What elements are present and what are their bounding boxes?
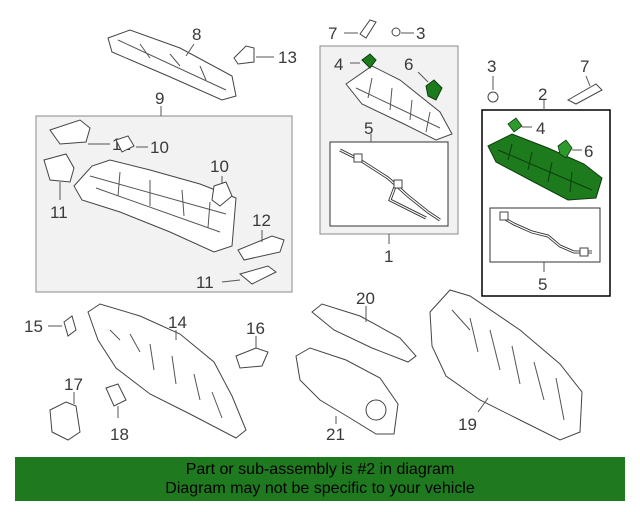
parts-diagram: 8 13 9 12 10 11 10 12 11: [24, 19, 611, 444]
callout-6-right: 6: [584, 142, 593, 161]
callout-1: 1: [384, 247, 393, 266]
box-5-washer-hose-center: [329, 134, 449, 227]
callout-11-left: 11: [50, 203, 68, 222]
part-8-cowl-top-strip: [107, 29, 237, 101]
callout-11-right: 11: [196, 273, 214, 292]
callout-19: 19: [458, 415, 477, 434]
callout-3-right: 3: [487, 57, 496, 76]
callout-4-right: 4: [536, 119, 545, 138]
callout-10-lower: 10: [210, 157, 229, 176]
box-5-washer-hose-right: [489, 207, 601, 272]
callout-14: 14: [168, 313, 187, 332]
part-10-clip-lower: [211, 176, 233, 207]
callout-7-center: 7: [328, 24, 337, 43]
part-3-pin-right: [487, 76, 499, 103]
callout-5-center: 5: [364, 119, 373, 138]
callout-3-center: 3: [416, 24, 425, 43]
callout-17: 17: [64, 375, 83, 394]
callout-21: 21: [326, 425, 345, 444]
callout-12-lower: 12: [252, 211, 271, 230]
part-14-dash-panel-insulator: [87, 303, 247, 439]
footer-banner: Part or sub-assembly is #2 in diagram Di…: [15, 457, 625, 501]
part-19-dash-panel: [429, 289, 583, 441]
part-6-clip-center: [417, 71, 443, 101]
part-18-clip: [105, 383, 127, 418]
callout-10-upper: 10: [150, 138, 169, 157]
part-10-clip-upper: [115, 135, 148, 153]
part-4-clip-right: [507, 117, 532, 133]
callout-5-right: 5: [538, 275, 547, 294]
part-4-clip-center: [350, 53, 377, 69]
callout-16: 16: [246, 319, 265, 338]
callout-7-right: 7: [580, 57, 589, 76]
callout-6-center: 6: [404, 55, 413, 74]
callout-15: 15: [24, 317, 43, 336]
footer-line-2: Diagram may not be specific to your vehi…: [165, 480, 475, 497]
part-9-cowl-panel: [73, 159, 237, 253]
part-12-bracket-lower: [237, 230, 285, 261]
callout-8: 8: [192, 25, 201, 44]
part-7-clip-right: [566, 75, 603, 105]
part-16-bracket: [235, 336, 269, 369]
part-6-clip-right: [557, 139, 582, 159]
part-15-clip: [48, 315, 77, 337]
footer-line-1: Part or sub-assembly is #2 in diagram: [185, 461, 455, 478]
callout-9: 9: [155, 89, 164, 108]
part-20-reinforcement: [311, 303, 417, 363]
part-1-cowl-grille: [345, 65, 453, 141]
part-7-clip-center: [344, 19, 377, 39]
callout-13: 13: [278, 48, 297, 67]
callout-18: 18: [110, 425, 129, 444]
part-11-bracket-right: [221, 265, 277, 285]
part-21-dash-insulator: [295, 347, 399, 435]
part-11-bracket-left: [43, 153, 75, 200]
part-12-bracket-upper: [49, 119, 110, 145]
part-2-cowl-assembly-highlighted: [487, 133, 603, 201]
callout-2: 2: [538, 85, 547, 104]
part-17-pad: [49, 392, 81, 441]
part-3-pin-center: [391, 27, 414, 37]
part-13-bracket: [233, 45, 274, 65]
callout-4-center: 4: [334, 55, 343, 74]
callout-20: 20: [356, 289, 375, 308]
